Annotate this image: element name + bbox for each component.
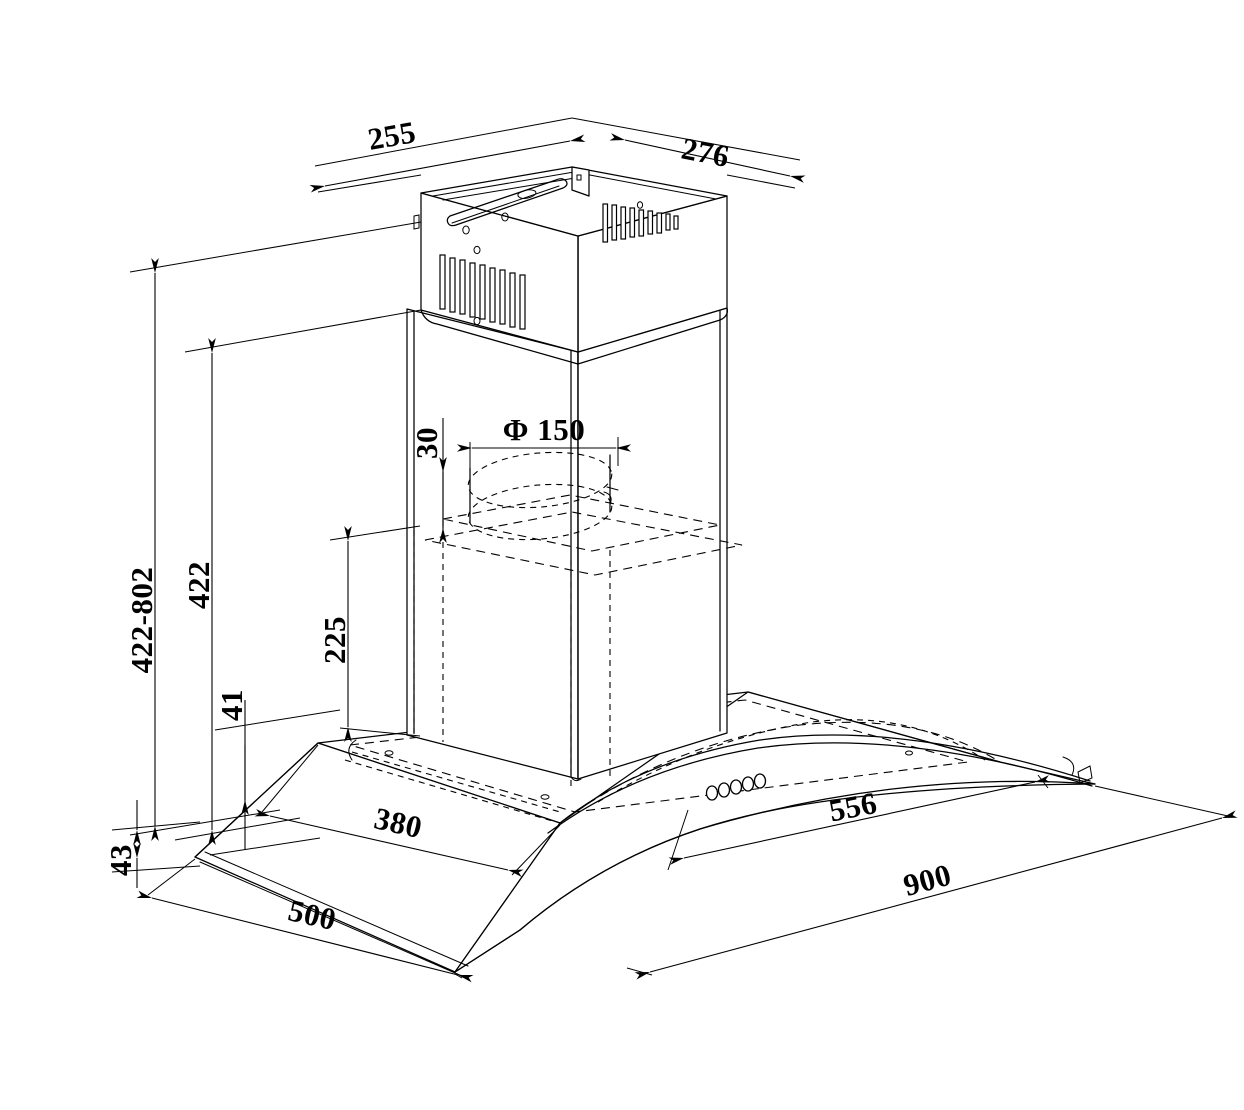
dimension-255: 255	[309, 114, 586, 193]
dimension-label-422: 422	[181, 561, 216, 609]
rail-screw-2	[501, 212, 509, 222]
vent-louvres-right	[602, 201, 679, 243]
lower-chimney	[406, 307, 728, 782]
lower-chimney-left-face	[406, 308, 579, 780]
control-button-4[interactable]	[741, 776, 755, 792]
ext-422-top	[184, 309, 422, 353]
collar-bottom-ellipse	[467, 483, 613, 541]
control-button-2[interactable]	[717, 782, 731, 798]
chimney-latch	[413, 214, 420, 230]
ext-43-top	[111, 821, 201, 831]
dimension-label-255: 255	[365, 114, 418, 157]
lower-chimney-right-face	[577, 307, 728, 780]
dimension-225: 225	[317, 525, 421, 742]
ext-225-bottom	[339, 727, 421, 737]
dimension-phi150: Φ 150	[457, 412, 631, 470]
mount-plate-lower	[424, 511, 743, 576]
dimension-422-802: 422-802	[124, 221, 422, 841]
glass-tip-tick	[1077, 765, 1093, 784]
canopy-corner-arc	[348, 739, 357, 761]
ext-380-left	[261, 744, 319, 813]
dimline-900	[634, 810, 1238, 980]
dimline-255	[309, 134, 586, 193]
vent-screw-right	[636, 201, 644, 209]
dimension-label-43: 43	[103, 844, 138, 876]
canopy-hidden-b	[351, 751, 561, 813]
canopy-recess-hidden	[349, 699, 969, 813]
dimension-30: 30	[409, 418, 447, 543]
dimension-422: 422	[174, 309, 422, 845]
ext-500-left	[147, 858, 196, 896]
control-button-3[interactable]	[729, 779, 743, 795]
screw-mark-2	[540, 794, 550, 800]
vent-louvres-left	[439, 245, 526, 330]
screw-mark-1	[384, 750, 394, 756]
dimension-label-422-802: 422-802	[124, 567, 159, 674]
internal-duct-hidden	[413, 520, 611, 790]
rail-screw-1	[462, 225, 470, 235]
dimension-label-phi150: Φ 150	[503, 412, 585, 447]
dimension-43: 43	[103, 800, 201, 888]
canopy-corner-arc-right	[1062, 756, 1075, 776]
dimension-label-225: 225	[317, 616, 352, 664]
mounting-plate-hidden	[424, 494, 743, 576]
glass-curve-inner	[559, 734, 1091, 824]
column-bottom-arc	[570, 776, 582, 782]
dimline-276	[609, 133, 806, 183]
filter-curve-hidden-2	[597, 719, 986, 803]
screw-mark-3	[905, 750, 913, 756]
control-button-1[interactable]	[705, 785, 719, 801]
dimline-380	[254, 808, 524, 878]
ext-422802-top	[129, 221, 422, 273]
vent-screw-bottom	[473, 316, 481, 326]
dimension-label-30: 30	[409, 427, 444, 459]
filter-curve-hidden	[574, 721, 1001, 813]
dimension-41: 41	[209, 689, 341, 856]
vent-screw-top	[473, 245, 481, 255]
collar-tick	[606, 486, 619, 491]
ext-41-top	[214, 709, 341, 731]
control-button-5[interactable]	[753, 773, 767, 789]
dimline-500	[136, 890, 474, 983]
dimension-label-41: 41	[214, 689, 249, 721]
canopy-hidden-a	[344, 759, 557, 823]
collar-top-ellipse	[467, 451, 613, 509]
